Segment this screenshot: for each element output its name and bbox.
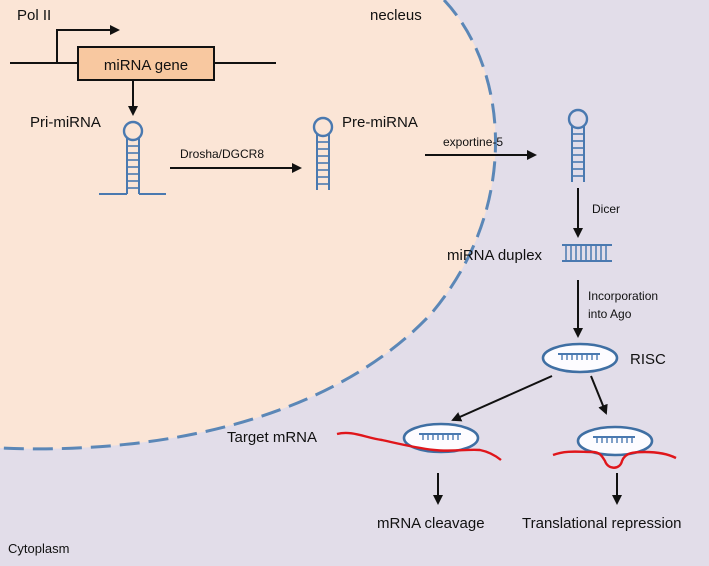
pol-ii-label: Pol II <box>17 7 51 24</box>
mirna-duplex-label: miRNA duplex <box>447 247 543 264</box>
mirna-gene-label: miRNA gene <box>104 57 188 74</box>
risc-complex <box>541 342 619 374</box>
promoter-arrow <box>56 25 120 63</box>
pre-mirna-label: Pre-miRNA <box>342 114 418 131</box>
cleavage-branch-arrow <box>451 375 553 422</box>
drosha-label: Drosha/DGCR8 <box>180 147 264 161</box>
risc-label: RISC <box>630 351 666 368</box>
nucleus-label: necleus <box>370 7 422 24</box>
mrna-cleavage-label: mRNA cleavage <box>377 515 485 532</box>
dicer-label: Dicer <box>592 202 620 216</box>
target-mrna-line <box>336 431 502 461</box>
incorporation-label-line2: into Ago <box>588 307 632 321</box>
nucleus-membrane <box>0 0 497 451</box>
repressed-mrna-line <box>552 450 677 469</box>
incorporation-label-line1: Incorporation <box>588 289 658 303</box>
mirna-gene-box <box>77 46 215 81</box>
exportin-label: exportine-5 <box>443 135 503 149</box>
mirna-duplex-icon <box>562 244 612 262</box>
nucleus-region <box>0 0 496 449</box>
pri-mirna-label: Pri-miRNA <box>30 114 101 131</box>
translational-repression-label: Translational repression <box>522 515 682 532</box>
cytoplasm-label: Cytoplasm <box>8 541 69 556</box>
target-mrna-label: Target mRNA <box>227 429 317 446</box>
repression-branch-arrow <box>590 375 608 415</box>
